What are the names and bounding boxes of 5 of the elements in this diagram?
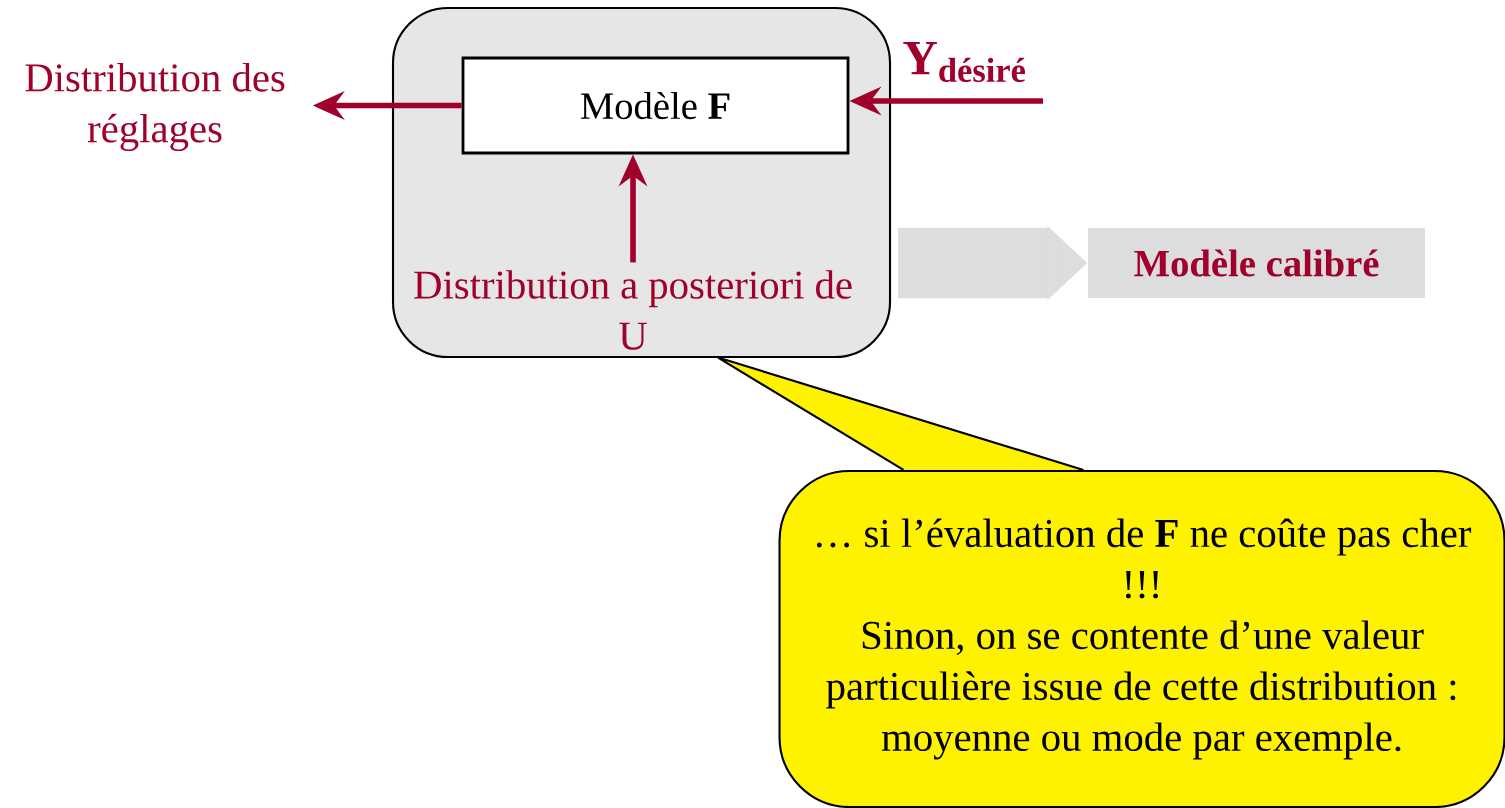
edge-label: Y$_{désiré}$ [903,41,1025,83]
text-label: Distribution a posteriori de U [414,270,852,350]
result-box: Modèle calibré [1088,228,1425,298]
model-box: Modèle F [461,56,850,155]
text-label: Distribution des réglages [25,63,285,152]
